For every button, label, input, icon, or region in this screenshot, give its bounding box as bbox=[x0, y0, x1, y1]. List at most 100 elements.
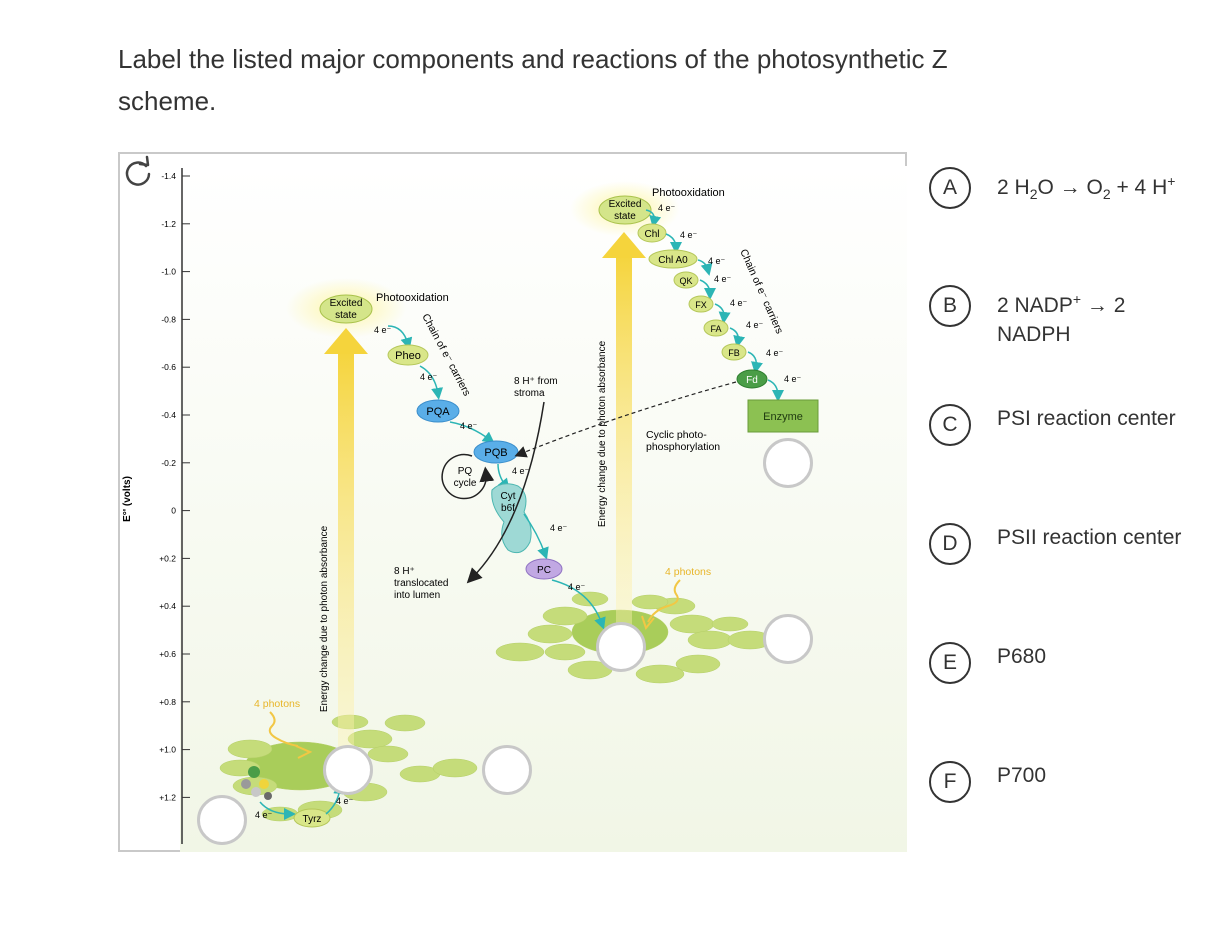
y-tick-label: +0.6 bbox=[159, 649, 176, 659]
y-tick-label: +1.2 bbox=[159, 792, 176, 802]
answer-choice-f[interactable]: F P700 bbox=[929, 761, 1199, 821]
psi-photooxidation-label: Photooxidation bbox=[652, 187, 725, 199]
oxygen-evolving-cluster bbox=[241, 766, 272, 800]
fa-label: FA bbox=[710, 324, 721, 334]
question-line-2: scheme. bbox=[118, 86, 217, 116]
y-tick-label: -0.6 bbox=[161, 362, 176, 372]
answer-text: PSII reaction center bbox=[997, 526, 1182, 549]
e4-label: 4 e⁻ bbox=[784, 374, 802, 384]
fd-label: Fd bbox=[746, 375, 758, 386]
e4-label: 4 e⁻ bbox=[658, 203, 676, 213]
pqb-label: PQB bbox=[484, 447, 507, 459]
chl-node bbox=[637, 223, 667, 243]
cyclic-label-2: phosphorylation bbox=[646, 441, 720, 453]
e4-label: 4 e⁻ bbox=[568, 582, 586, 592]
e4-label: 4 e⁻ bbox=[336, 796, 354, 806]
psii-excited-state bbox=[319, 294, 373, 324]
qk-label: QK bbox=[679, 276, 692, 286]
e4-label: 4 e⁻ bbox=[746, 320, 764, 330]
psi-excited-state bbox=[598, 195, 652, 225]
drop-target-psii-right[interactable] bbox=[482, 745, 532, 795]
fd-node bbox=[736, 369, 768, 389]
y-tick-label: -0.2 bbox=[161, 458, 176, 468]
chl-a0-node bbox=[648, 249, 698, 269]
y-tick-label: +0.2 bbox=[159, 553, 176, 563]
psi-vertical-label: Energy change due to photon absorbance bbox=[597, 340, 608, 527]
qk-node bbox=[673, 271, 699, 289]
psii-excited-label: Excited bbox=[330, 298, 363, 309]
drop-target-enzyme[interactable] bbox=[763, 438, 813, 488]
y-tick-label: +0.4 bbox=[159, 601, 176, 611]
answer-text: P700 bbox=[997, 764, 1047, 787]
answer-choice-e[interactable]: E P680 bbox=[929, 642, 1199, 702]
enzyme-label: Enzyme bbox=[763, 411, 803, 423]
answer-text: 2 H2O → O2 + 4 H+ bbox=[997, 173, 1176, 203]
answer-letter-badge: B bbox=[929, 285, 971, 327]
y-tick-label: -1.2 bbox=[161, 219, 176, 229]
reset-icon[interactable] bbox=[120, 154, 156, 190]
fx-label: FX bbox=[695, 300, 707, 310]
fa-node bbox=[703, 319, 729, 337]
answer-letter-badge: F bbox=[929, 761, 971, 803]
pc-node bbox=[525, 558, 563, 580]
pc-label: PC bbox=[537, 565, 551, 576]
cyt-label: Cyt bbox=[501, 491, 516, 502]
pq-label: PQ bbox=[458, 466, 473, 477]
chl-label: Chl bbox=[644, 229, 659, 240]
y-tick-label: 0 bbox=[171, 506, 176, 516]
diagram-background bbox=[180, 166, 907, 852]
y-tick-label: -0.8 bbox=[161, 314, 176, 324]
y-axis-title: E°' (volts) bbox=[122, 476, 133, 522]
e4-label: 4 e⁻ bbox=[255, 810, 273, 820]
psii-photon-squiggle bbox=[268, 711, 299, 747]
protons-stroma-label: stroma bbox=[514, 388, 545, 399]
e4-label: 4 e⁻ bbox=[714, 274, 732, 284]
drop-target-water-oxidation[interactable] bbox=[197, 795, 247, 845]
y-tick-label: -0.4 bbox=[161, 410, 176, 420]
proton-translocation-arrow bbox=[466, 401, 545, 584]
e4-label: 4 e⁻ bbox=[460, 421, 478, 431]
psi-state-label: state bbox=[614, 211, 636, 222]
answer-letter-badge: D bbox=[929, 523, 971, 565]
answer-choice-d[interactable]: D PSII reaction center bbox=[929, 523, 1199, 583]
b6f-label: b6f bbox=[501, 503, 515, 514]
drop-target-psi-right[interactable] bbox=[763, 614, 813, 664]
drop-target-psi-center[interactable] bbox=[596, 622, 646, 672]
fx-node bbox=[688, 295, 714, 313]
e4-label: 4 e⁻ bbox=[766, 348, 784, 358]
e4-label: 4 e⁻ bbox=[680, 230, 698, 240]
cyclic-label-1: Cyclic photo- bbox=[646, 429, 707, 441]
e4-label: 4 e⁻ bbox=[730, 298, 748, 308]
answer-text: P680 bbox=[997, 645, 1047, 668]
answer-letter-badge: E bbox=[929, 642, 971, 684]
y-tick-label: +0.8 bbox=[159, 697, 176, 707]
z-scheme-diagram: E°' (volts) -1.4-1.2-1.0-0.8-0.6-0.4-0.2… bbox=[122, 166, 907, 852]
e4-label: 4 e⁻ bbox=[420, 372, 438, 382]
y-tick-label: -1.4 bbox=[161, 171, 176, 181]
answer-letter-badge: A bbox=[929, 167, 971, 209]
psii-excitation-arrow bbox=[286, 278, 406, 750]
fb-node bbox=[721, 343, 747, 361]
e4-label: 4 e⁻ bbox=[512, 466, 530, 476]
psi-photons-label: 4 photons bbox=[665, 566, 711, 578]
e4-label: 4 e⁻ bbox=[550, 523, 568, 533]
protons-from-label: 8 H⁺ from bbox=[514, 376, 558, 387]
protons-translocated-label-3: into lumen bbox=[394, 590, 440, 601]
answer-letter-badge: C bbox=[929, 404, 971, 446]
psii-photons-label: 4 photons bbox=[254, 698, 300, 710]
question-line-1: Label the listed major components and re… bbox=[118, 44, 948, 74]
pq-cycle-arrow bbox=[441, 453, 495, 500]
cyclic-photophosphorylation-arrow bbox=[514, 381, 737, 458]
enzyme-box bbox=[747, 399, 819, 433]
question-text: Label the listed major components and re… bbox=[118, 38, 1108, 122]
answer-choice-a[interactable]: A 2 H2O → O2 + 4 H+ bbox=[929, 167, 1199, 227]
pheo-node bbox=[387, 344, 429, 366]
drop-target-psii-center[interactable] bbox=[323, 745, 373, 795]
psii-state-label: state bbox=[335, 310, 357, 321]
chl-a0-label: Chl A0 bbox=[658, 255, 688, 266]
pqa-node bbox=[416, 399, 460, 423]
e4-label: 4 e⁻ bbox=[374, 325, 392, 335]
tyrz-label: Tyrz bbox=[303, 814, 322, 825]
